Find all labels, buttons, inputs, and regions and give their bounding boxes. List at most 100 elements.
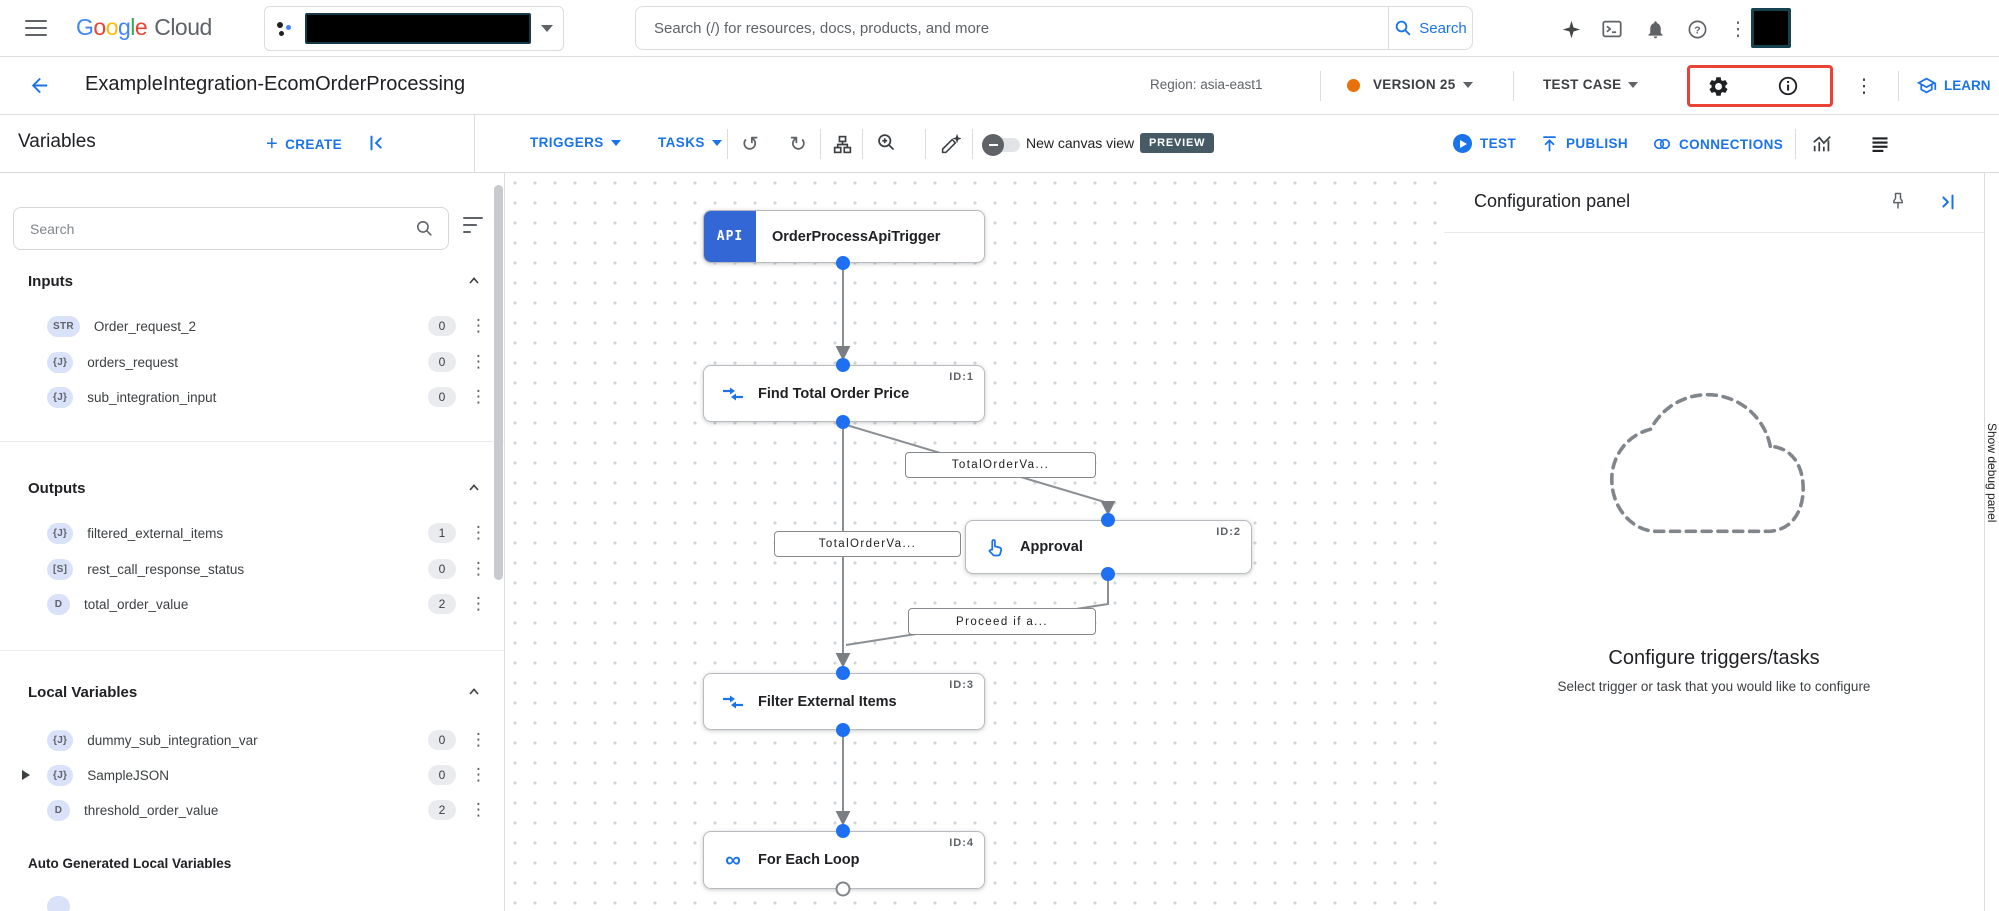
gemini-sparkle-icon[interactable] bbox=[1559, 17, 1583, 41]
variable-row[interactable]: D threshold_order_value 2 ⋮ bbox=[0, 792, 504, 828]
cloud-illustration bbox=[1605, 386, 1810, 545]
notifications-bell-icon[interactable] bbox=[1643, 17, 1667, 41]
data-mapping-icon bbox=[720, 690, 746, 714]
usage-count-badge: 0 bbox=[428, 559, 456, 579]
node-title: Approval bbox=[1020, 539, 1083, 555]
chevron-down-icon bbox=[610, 139, 621, 146]
collapse-config-panel-icon[interactable] bbox=[1936, 191, 1958, 218]
preview-badge: PREVIEW bbox=[1140, 133, 1215, 153]
node-title: OrderProcessApiTrigger bbox=[772, 228, 941, 245]
sort-icon[interactable] bbox=[463, 217, 483, 233]
settings-gear-icon[interactable] bbox=[1706, 74, 1730, 98]
publish-label: PUBLISH bbox=[1566, 136, 1629, 151]
tasks-dropdown[interactable]: TASKS bbox=[658, 135, 722, 150]
variable-name: dummy_sub_integration_var bbox=[87, 732, 258, 748]
create-variable-button[interactable]: + CREATE bbox=[266, 134, 342, 154]
undo-icon[interactable]: ↺ bbox=[741, 132, 759, 156]
collapse-panel-icon[interactable] bbox=[366, 132, 388, 159]
redo-icon[interactable]: ↻ bbox=[789, 132, 807, 156]
expand-arrow-icon[interactable] bbox=[22, 770, 30, 780]
edge-label[interactable]: Proceed if a... bbox=[908, 608, 1096, 635]
section-header-local-variables[interactable]: Local Variables bbox=[28, 680, 482, 704]
execution-logs-icon[interactable] bbox=[1868, 132, 1892, 156]
triggers-label: TRIGGERS bbox=[530, 135, 604, 150]
row-menu-icon[interactable]: ⋮ bbox=[470, 387, 487, 406]
variable-name: SampleJSON bbox=[87, 767, 170, 783]
variable-row[interactable]: D total_order_value 2 ⋮ bbox=[0, 586, 504, 622]
test-case-dropdown[interactable]: TEST CASE bbox=[1543, 77, 1639, 92]
version-status-dot bbox=[1347, 79, 1360, 92]
chevron-up-icon bbox=[469, 688, 479, 695]
api-trigger-badge: API bbox=[704, 211, 756, 262]
variables-search-input[interactable] bbox=[30, 220, 415, 237]
node-for-each-loop[interactable]: ID:4 ∞ For Each Loop bbox=[703, 831, 985, 889]
variable-row[interactable]: [S] rest_call_response_status 0 ⋮ bbox=[0, 551, 504, 587]
global-search-input[interactable] bbox=[636, 7, 1388, 49]
section-header-inputs[interactable]: Inputs bbox=[28, 269, 482, 293]
variable-row[interactable]: {J} sub_integration_input 0 ⋮ bbox=[0, 379, 504, 415]
magic-edit-icon[interactable] bbox=[938, 132, 962, 156]
configure-subheading: Select trigger or task that you would li… bbox=[1557, 679, 1871, 694]
row-menu-icon[interactable]: ⋮ bbox=[470, 730, 487, 749]
pin-icon[interactable] bbox=[1888, 191, 1908, 216]
auto-layout-icon[interactable] bbox=[830, 132, 854, 156]
search-button-label: Search bbox=[1419, 19, 1467, 37]
variable-row[interactable]: {J} orders_request 0 ⋮ bbox=[0, 344, 504, 380]
row-menu-icon[interactable]: ⋮ bbox=[470, 352, 487, 371]
flow-canvas[interactable]: API OrderProcessApiTrigger ID:1 Find Tot… bbox=[505, 173, 1444, 911]
triggers-dropdown[interactable]: TRIGGERS bbox=[530, 135, 621, 150]
publish-button[interactable]: PUBLISH bbox=[1540, 134, 1628, 153]
variable-name: threshold_order_value bbox=[84, 802, 219, 818]
help-icon[interactable]: ? bbox=[1685, 17, 1709, 41]
edge-label[interactable]: TotalOrderVa... bbox=[774, 531, 961, 557]
row-menu-icon[interactable]: ⋮ bbox=[470, 594, 487, 613]
global-search-bar: Search bbox=[635, 6, 1473, 50]
project-selector[interactable] bbox=[264, 6, 564, 51]
tasks-label: TASKS bbox=[658, 135, 705, 150]
auto-generated-header: Auto Generated Local Variables bbox=[28, 856, 232, 871]
search-icon bbox=[1395, 20, 1411, 36]
variable-name: total_order_value bbox=[84, 596, 189, 612]
more-options-icon[interactable]: ⋮ bbox=[1728, 18, 1748, 40]
highlight-red-box bbox=[1687, 65, 1833, 107]
analytics-icon[interactable] bbox=[1810, 132, 1834, 156]
node-find-total-order-price[interactable]: ID:1 Find Total Order Price bbox=[703, 365, 985, 422]
row-menu-icon[interactable]: ⋮ bbox=[470, 765, 487, 784]
node-title: For Each Loop bbox=[758, 852, 860, 868]
version-dropdown[interactable]: VERSION 25 bbox=[1373, 77, 1473, 92]
variable-row[interactable]: {J} filtered_external_items 1 ⋮ bbox=[0, 515, 504, 551]
row-menu-icon[interactable]: ⋮ bbox=[470, 316, 487, 335]
google-logo-text: Google bbox=[76, 14, 148, 40]
variable-row[interactable]: STR Order_request_2 0 ⋮ bbox=[0, 308, 504, 344]
new-canvas-view-toggle[interactable] bbox=[982, 134, 1020, 156]
cloud-shell-icon[interactable] bbox=[1600, 17, 1624, 41]
test-case-label: TEST CASE bbox=[1543, 77, 1622, 92]
usage-count-badge: 0 bbox=[428, 387, 456, 407]
row-menu-icon[interactable]: ⋮ bbox=[470, 523, 487, 542]
edge-label[interactable]: TotalOrderVa... bbox=[905, 452, 1096, 478]
header-more-options-icon[interactable]: ⋮ bbox=[1854, 75, 1874, 97]
variable-row[interactable]: {J} SampleJSON 0 ⋮ bbox=[0, 757, 504, 793]
project-grid-icon bbox=[277, 21, 293, 37]
back-arrow-icon[interactable] bbox=[28, 74, 51, 102]
row-menu-icon[interactable]: ⋮ bbox=[470, 559, 487, 578]
search-button[interactable]: Search bbox=[1388, 7, 1472, 49]
section-header-outputs[interactable]: Outputs bbox=[28, 476, 482, 500]
node-approval[interactable]: ID:2 Approval bbox=[965, 520, 1252, 574]
zoom-control[interactable] bbox=[876, 132, 911, 153]
hamburger-menu-icon[interactable] bbox=[25, 20, 47, 36]
sidebar-scrollbar[interactable] bbox=[494, 185, 503, 580]
connections-button[interactable]: CONNECTIONS bbox=[1652, 134, 1783, 154]
test-button[interactable]: TEST bbox=[1453, 134, 1516, 153]
type-badge: STR bbox=[47, 315, 80, 337]
learn-button[interactable]: LEARN bbox=[1916, 75, 1991, 96]
row-menu-icon[interactable]: ⋮ bbox=[470, 800, 487, 819]
avatar[interactable] bbox=[1751, 8, 1791, 48]
info-icon[interactable] bbox=[1776, 74, 1800, 98]
show-debug-panel-strip[interactable]: Show debug panel bbox=[1984, 173, 1999, 911]
node-filter-external-items[interactable]: ID:3 Filter External Items bbox=[703, 673, 985, 730]
node-order-process-api-trigger[interactable]: API OrderProcessApiTrigger bbox=[703, 210, 985, 263]
variable-row[interactable]: {J} dummy_sub_integration_var 0 ⋮ bbox=[0, 722, 504, 758]
